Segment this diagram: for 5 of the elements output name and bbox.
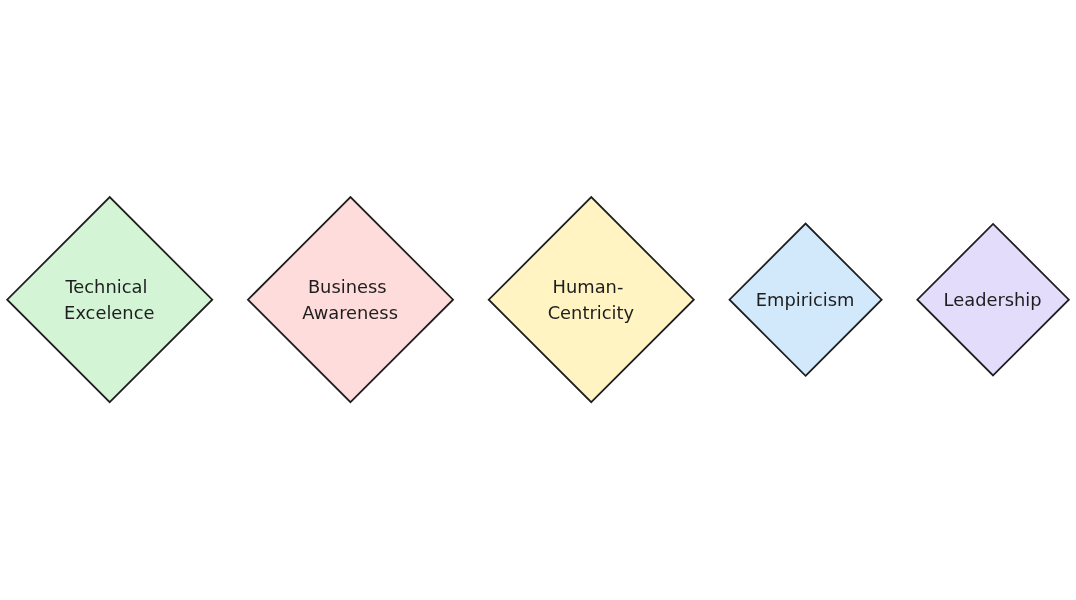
node-diamond: Leadership	[916, 222, 1071, 378]
node-diamond: Human- Centricity	[487, 196, 696, 404]
node-diamond: Business Awareness	[246, 196, 455, 404]
node-diamond: Empiricism	[728, 222, 883, 378]
node-diamond: Technical Excelence	[5, 196, 214, 404]
